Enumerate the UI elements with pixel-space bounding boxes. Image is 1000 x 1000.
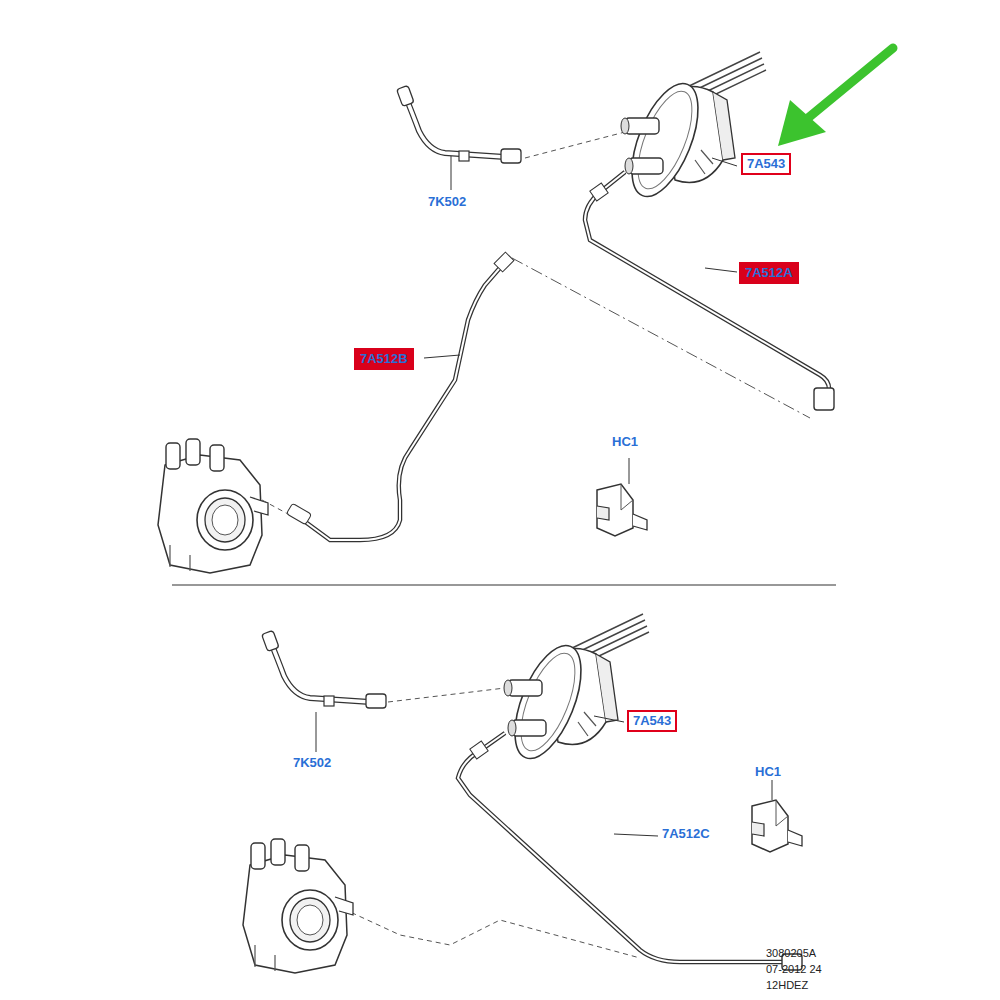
callout-number: HC1 (612, 434, 638, 450)
part-number-box: 7A512B (354, 348, 414, 370)
drawing-reference: 3080205A (766, 947, 816, 960)
part-number: 7A543 (633, 713, 671, 729)
callout-number: 7A512C (662, 826, 710, 842)
part-number-box: 7A512A (739, 262, 799, 284)
part-number: 7A512A (745, 265, 793, 281)
part-number-box: 7A543 (741, 153, 791, 175)
part-number: 7A512B (360, 351, 408, 367)
drawing-reference: 12HDEZ (766, 979, 808, 992)
drawing-reference: 07-2012 24 (766, 963, 822, 976)
part-number: 7A543 (747, 156, 785, 172)
callout-number: 7K502 (293, 755, 331, 771)
callout-number: 7K502 (428, 194, 466, 210)
part-number-box: 7A543 (627, 710, 677, 732)
callout-number: HC1 (755, 764, 781, 780)
